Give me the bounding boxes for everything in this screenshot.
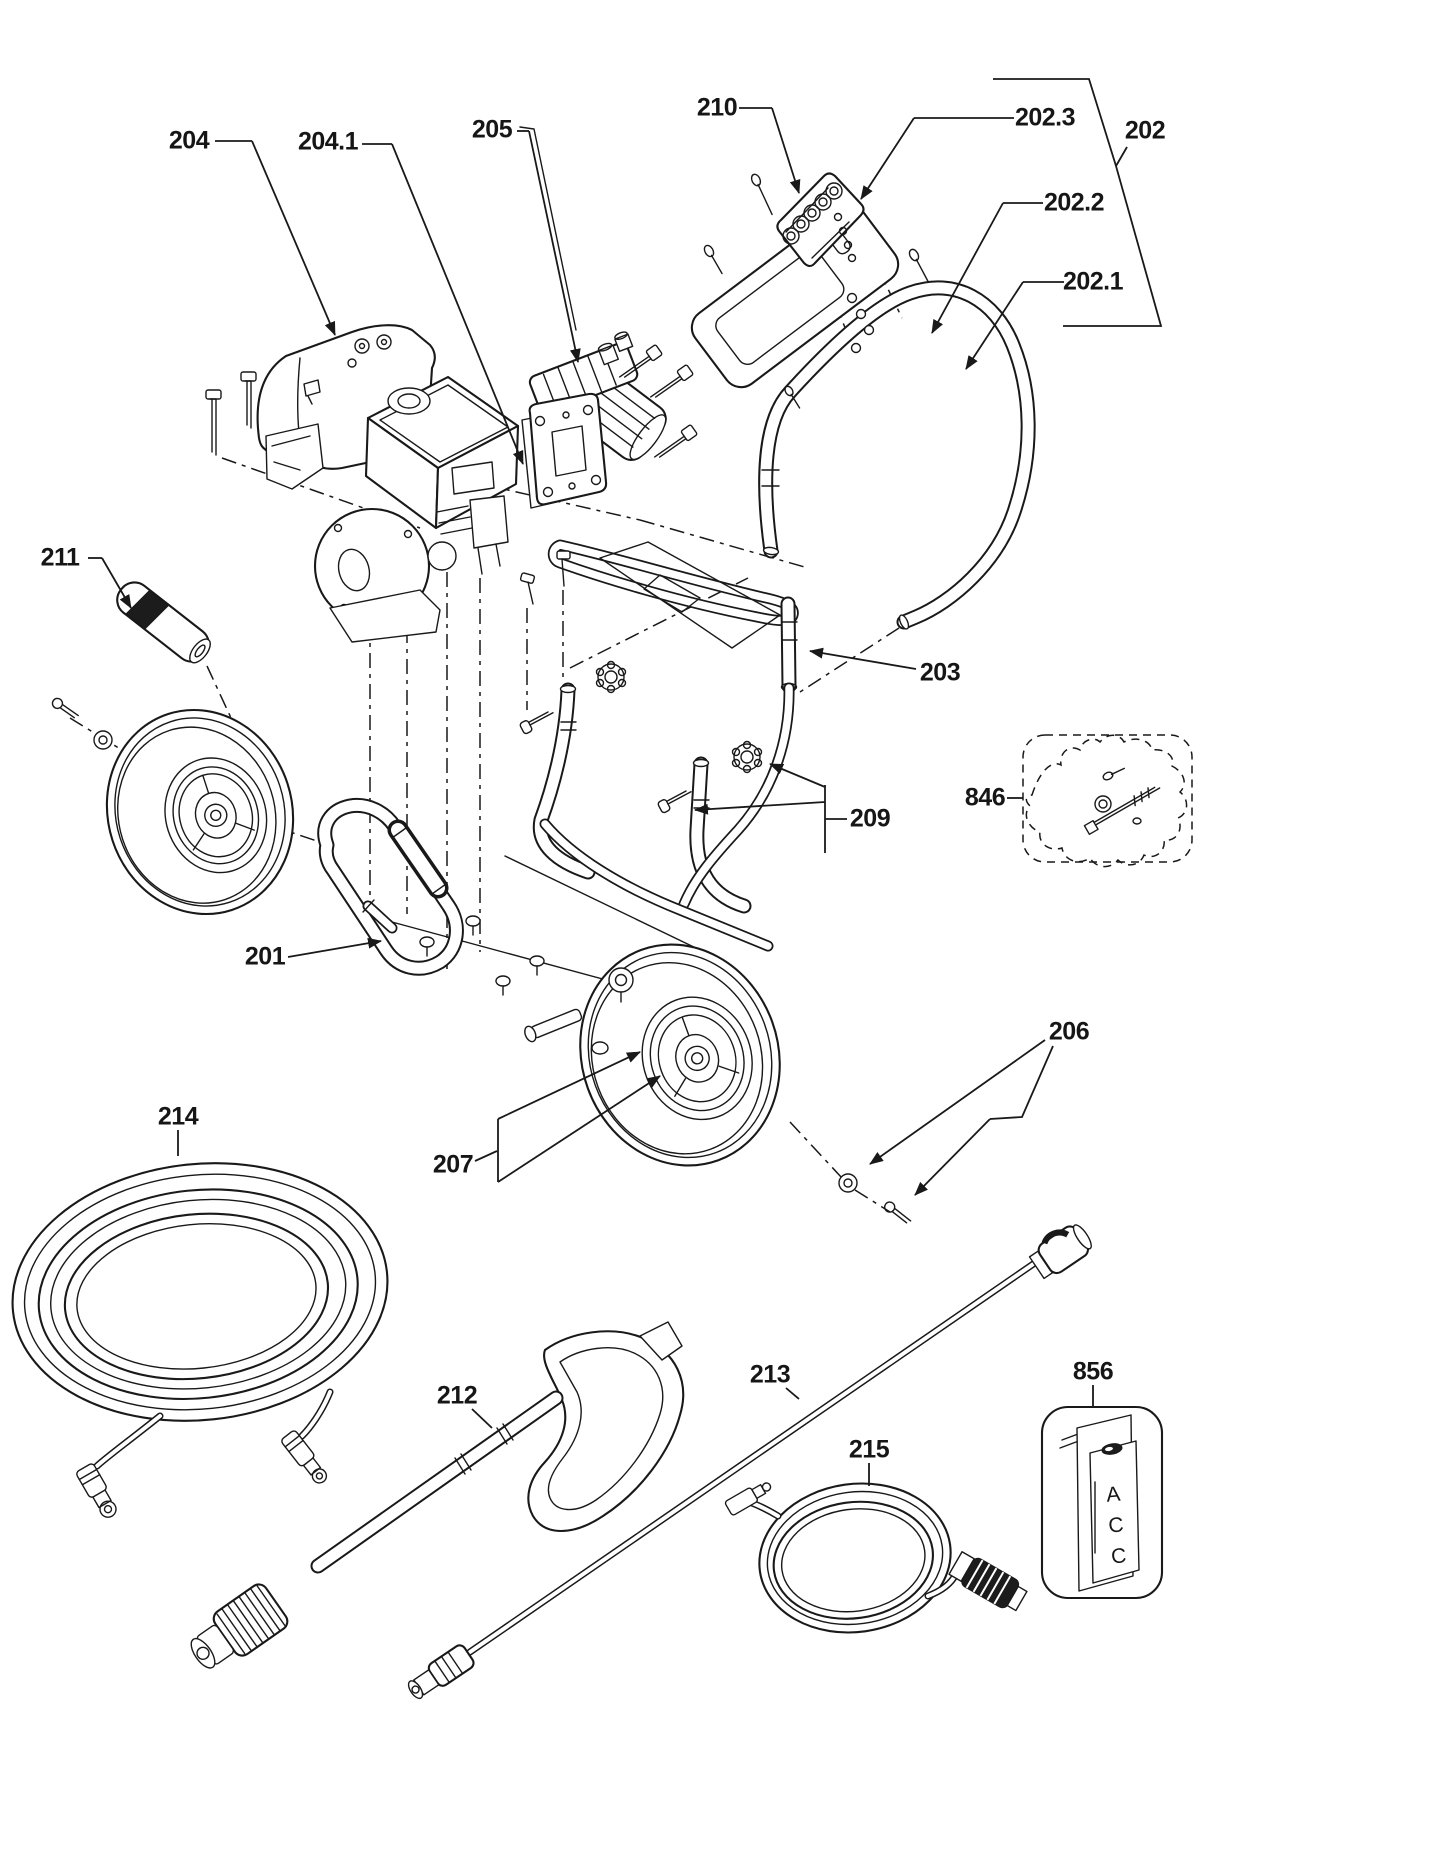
part-callout-203: 203 [919, 658, 961, 687]
lance-illustration [407, 1224, 1092, 1700]
part-callout-209: 209 [849, 804, 891, 833]
part-callout-213: 213 [749, 1360, 791, 1389]
part-callout-211: 211 [40, 543, 80, 572]
cart-frame-illustration [391, 539, 799, 995]
callout-leader-lines [88, 78, 1163, 1486]
part-callout-205: 205 [471, 115, 513, 144]
part-callout-202.3: 202.3 [1014, 103, 1076, 132]
part-callout-215: 215 [848, 1435, 890, 1464]
part-callout-214: 214 [157, 1102, 199, 1131]
lower-handle-illustration [317, 797, 464, 976]
part-callout-201: 201 [244, 942, 286, 971]
part-callout-856: 856 [1072, 1357, 1114, 1386]
acc-letter: C [1107, 1513, 1125, 1538]
hardware-bag-illustration [1022, 734, 1193, 868]
acc-box-illustration [1040, 1405, 1164, 1600]
knob [731, 740, 763, 774]
knob [595, 660, 627, 694]
handle-assembly-illustration [690, 172, 1036, 630]
part-callout-206: 206 [1048, 1017, 1090, 1046]
fastener-illustrations [205, 173, 929, 1003]
part-callout-210: 210 [696, 93, 738, 122]
high-pressure-hose-illustration [11, 1162, 389, 1518]
acc-letter: A [1105, 1482, 1122, 1507]
part-callout-207: 207 [432, 1150, 474, 1179]
grip-illustration [116, 581, 211, 664]
part-callout-202.2: 202.2 [1043, 188, 1105, 217]
pump-illustration [521, 331, 667, 509]
engine-illustration [256, 324, 520, 643]
right-wheel-illustration [579, 943, 781, 1167]
part-callout-846: 846 [964, 783, 1006, 812]
left-wheel-illustration [105, 708, 295, 916]
part-callout-212: 212 [436, 1381, 478, 1410]
acc-letter: C [1110, 1544, 1128, 1569]
part-callout-202.1: 202.1 [1062, 267, 1124, 296]
siphon-hose-illustration [724, 1482, 1028, 1634]
axle-hardware-illustration [51, 697, 912, 1224]
part-callout-202: 202 [1124, 116, 1166, 145]
knob [608, 967, 634, 1003]
part-callout-204: 204 [168, 126, 210, 155]
part-callout-204.1: 204.1 [297, 127, 359, 156]
spray-gun-illustration [190, 1321, 685, 1669]
